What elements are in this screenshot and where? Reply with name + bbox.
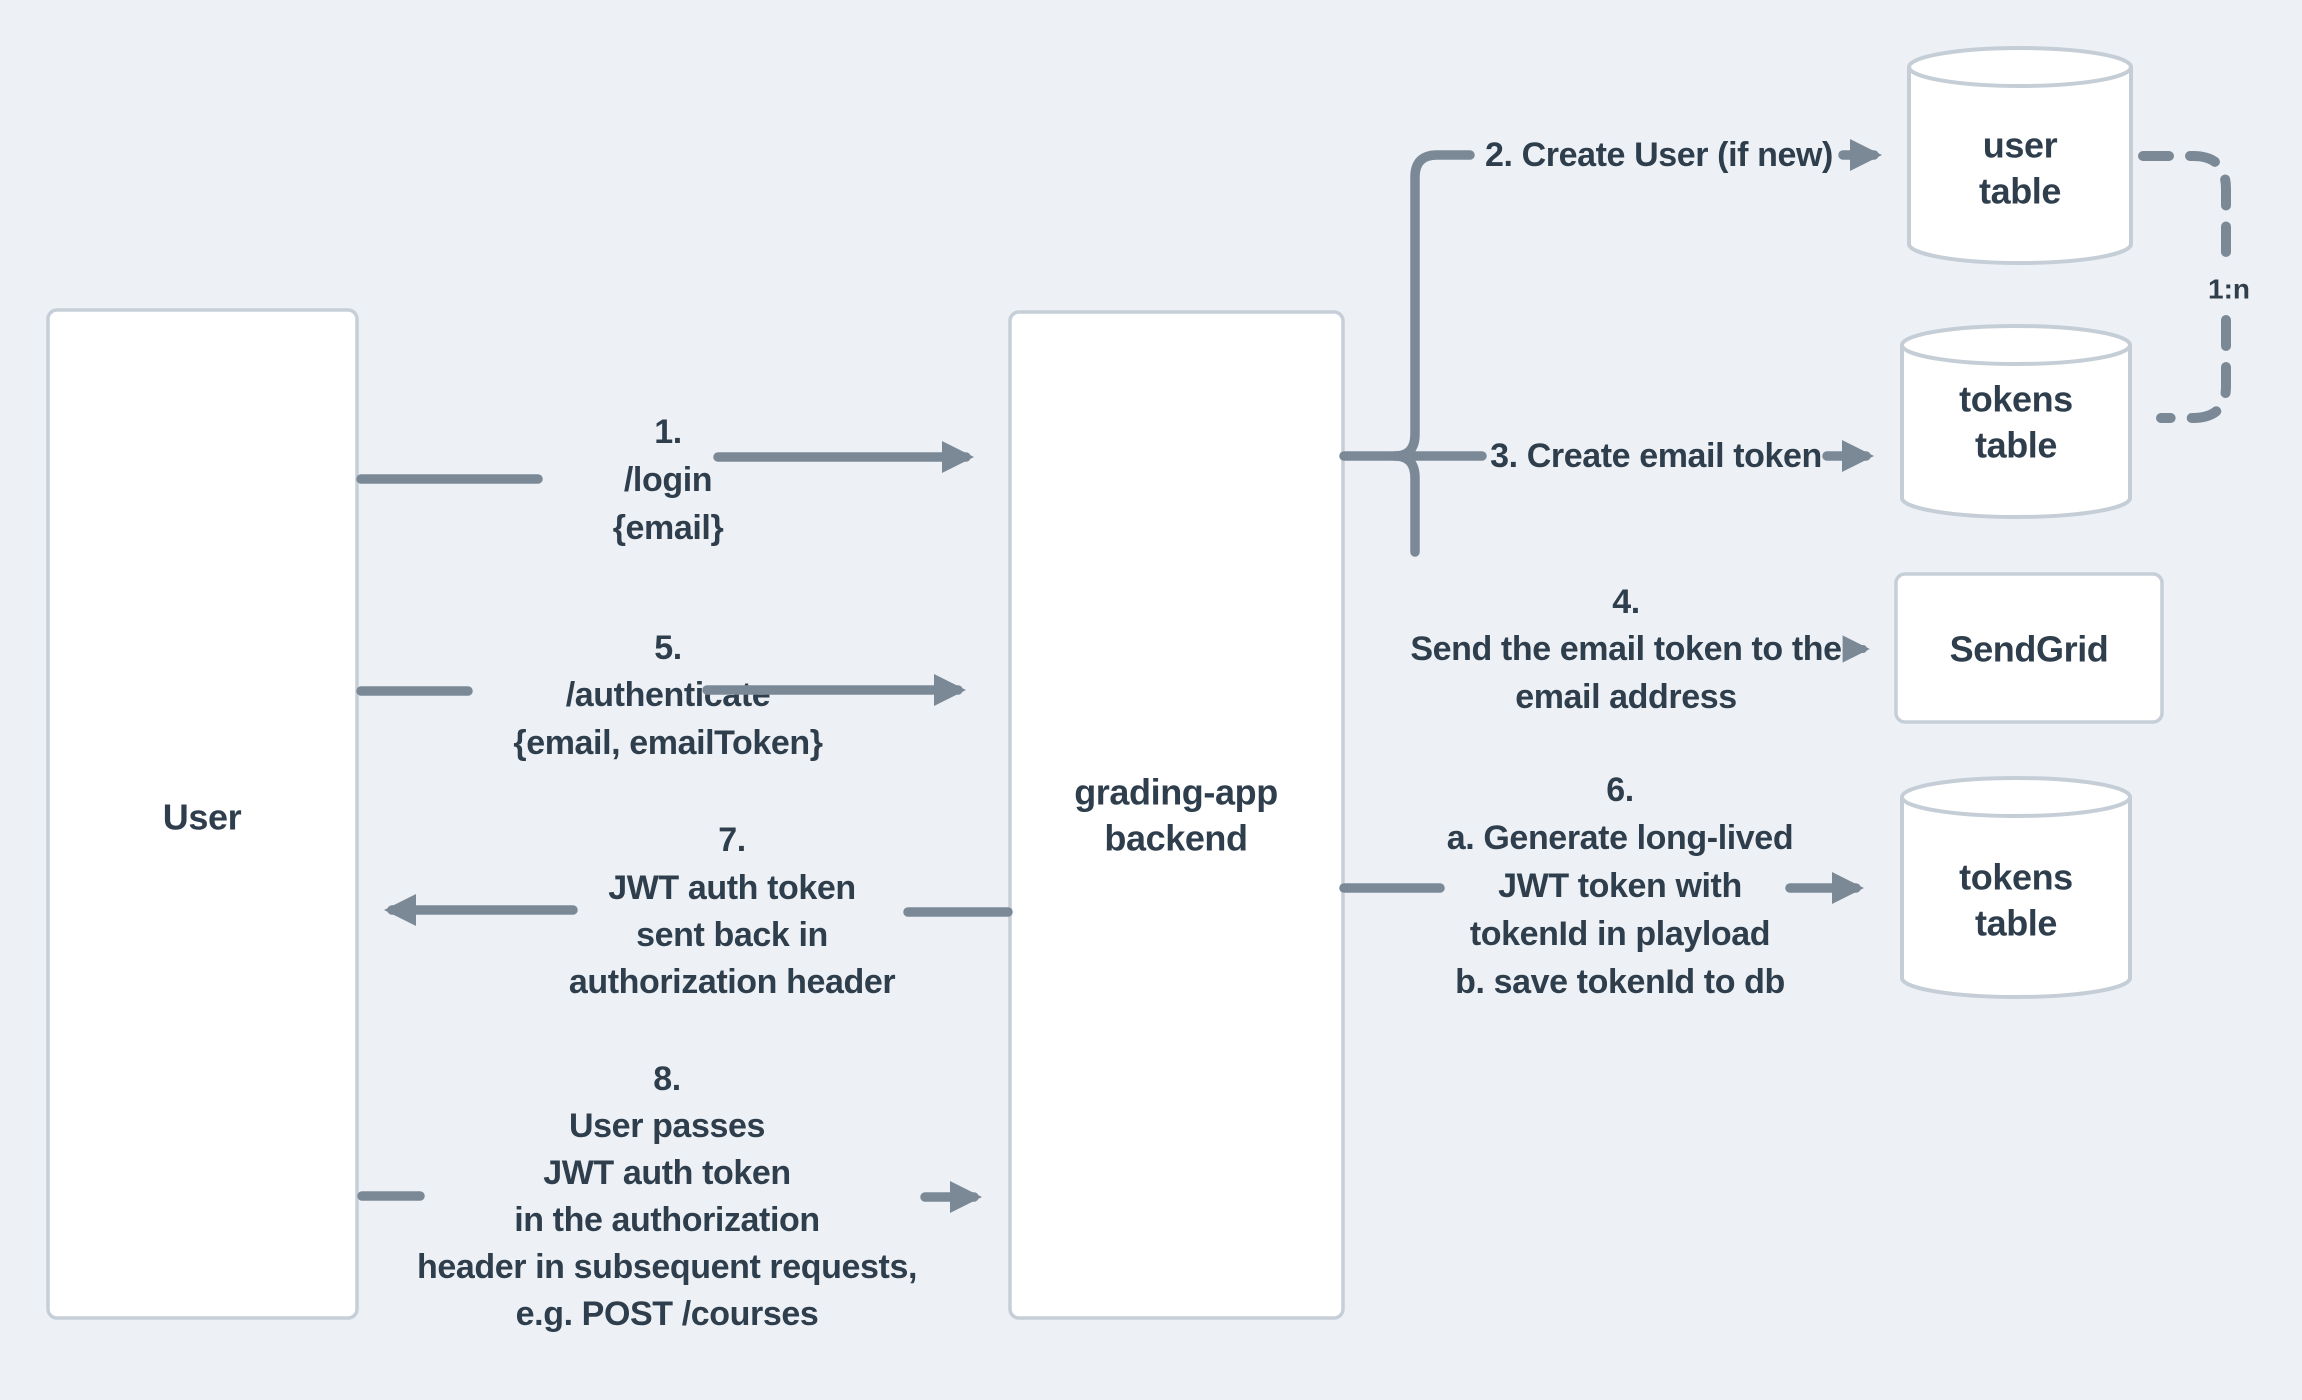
- message-6-number: 6.: [1606, 771, 1634, 809]
- tokens-table-top-label-line1: tokens: [1959, 379, 2073, 420]
- message-1-endpoint: /login: [624, 461, 712, 499]
- backend-label-line1: grading-app: [1074, 772, 1278, 813]
- branch-up-curve: [1390, 150, 1475, 461]
- message-3-label: 3. Create email token: [1490, 437, 1822, 475]
- message-5-endpoint: /authenticate: [566, 676, 771, 714]
- message-8-line3: in the authorization: [514, 1201, 820, 1239]
- message-7-line2: sent back in: [636, 916, 828, 954]
- message-8-line5: e.g. POST /courses: [516, 1295, 819, 1333]
- user-actor-box: [46, 308, 359, 1320]
- message-4-line1: Send the email token to the: [1410, 630, 1841, 668]
- message-6-line1: a. Generate long-lived: [1447, 819, 1793, 857]
- backend-box: [1008, 310, 1345, 1320]
- message-5-payload: {email, emailToken}: [513, 724, 822, 762]
- relation-dashed-connector-bottom: [2156, 315, 2231, 423]
- message-8-line1: User passes: [569, 1107, 765, 1145]
- message-4-number: 4.: [1612, 583, 1640, 621]
- user-table-label-line1: user: [1983, 125, 2058, 166]
- message-7-line3: authorization header: [569, 963, 896, 1001]
- message-6-line4: b. save tokenId to db: [1455, 963, 1785, 1001]
- message-1-payload: {email}: [613, 509, 724, 547]
- backend-label-line2: backend: [1104, 818, 1247, 859]
- relation-cardinality-label: 1:n: [2208, 274, 2250, 305]
- tokens-table-top-label-line2: table: [1975, 425, 2057, 466]
- tokens-table-bottom-label-line2: table: [1975, 903, 2057, 944]
- message-6-line3: tokenId in playload: [1470, 915, 1770, 953]
- message-7-line1: JWT auth token: [608, 869, 856, 907]
- user-table-cylinder: user table: [1907, 46, 2133, 265]
- sendgrid-box: [1894, 572, 2164, 724]
- message-8-line4: header in subsequent requests,: [417, 1248, 917, 1286]
- message-8-line2: JWT auth token: [543, 1154, 791, 1192]
- message-1-number: 1.: [654, 413, 682, 451]
- tokens-table-bottom-cylinder-top: [1900, 776, 2132, 818]
- message-6-line2: JWT token with: [1498, 867, 1742, 905]
- message-4-line2: email address: [1515, 678, 1737, 716]
- message-8-number: 8.: [653, 1060, 681, 1098]
- user-table-label-line2: table: [1979, 171, 2061, 212]
- tokens-table-top-cylinder-top: [1900, 324, 2132, 366]
- message-7-number: 7.: [718, 821, 746, 859]
- user-actor-label: User: [163, 797, 242, 838]
- message-5-number: 5.: [654, 629, 682, 667]
- sendgrid-label: SendGrid: [1950, 629, 2109, 670]
- user-table-cylinder-top: [1907, 46, 2133, 88]
- tokens-table-bottom-cylinder: tokens table: [1900, 776, 2132, 999]
- branch-down-curve: [1390, 451, 1420, 557]
- relation-dashed-connector-top: [2138, 151, 2231, 257]
- tokens-table-bottom-label-line1: tokens: [1959, 857, 2073, 898]
- tokens-table-top-cylinder: tokens table: [1900, 324, 2132, 519]
- message-2-label: 2. Create User (if new): [1485, 136, 1833, 174]
